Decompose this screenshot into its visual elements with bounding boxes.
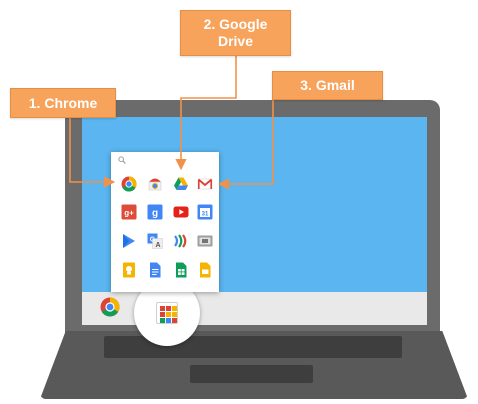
callout-gmail-label: 3. Gmail — [300, 77, 355, 93]
chrome-icon[interactable] — [121, 176, 137, 192]
google-search-icon[interactable]: g — [147, 204, 163, 220]
files-icon[interactable] — [197, 233, 213, 249]
gmail-icon[interactable] — [197, 176, 213, 192]
svg-text:g: g — [152, 208, 158, 219]
google-play-books-icon[interactable] — [121, 233, 137, 249]
google-sheets-icon[interactable] — [173, 262, 189, 278]
callout-gmail: 3. Gmail — [272, 71, 383, 100]
callout-chrome-label: 1. Chrome — [28, 95, 98, 111]
google-keep-icon[interactable] — [121, 262, 137, 278]
chrome-web-store-icon[interactable] — [147, 176, 163, 192]
app-launcher-icon[interactable] — [156, 302, 178, 324]
trackpad — [190, 365, 313, 383]
callout-google-drive: 2. Google Drive — [180, 10, 291, 56]
google-calendar-icon[interactable]: 31 — [197, 204, 213, 220]
svg-text:31: 31 — [202, 212, 209, 218]
youtube-icon[interactable] — [173, 204, 189, 220]
search-icon[interactable] — [118, 156, 126, 164]
svg-text:A: A — [155, 242, 160, 249]
google-translate-icon[interactable]: G A — [147, 233, 163, 249]
shelf-chrome-icon[interactable] — [100, 297, 120, 317]
google-docs-icon[interactable] — [147, 262, 163, 278]
google-drive-icon[interactable] — [173, 176, 189, 192]
google-wallet-icon[interactable] — [173, 233, 189, 249]
callout-drive-label-line1: 2. Google — [203, 16, 268, 32]
callout-drive-label-line2: Drive — [217, 33, 254, 49]
google-slides-icon[interactable] — [197, 262, 213, 278]
callout-chrome: 1. Chrome — [10, 88, 116, 118]
svg-text:g+: g+ — [124, 209, 134, 218]
laptop-bezel-bottom — [65, 325, 440, 331]
google-plus-icon[interactable]: g+ — [121, 204, 137, 220]
svg-text:G: G — [150, 236, 156, 243]
